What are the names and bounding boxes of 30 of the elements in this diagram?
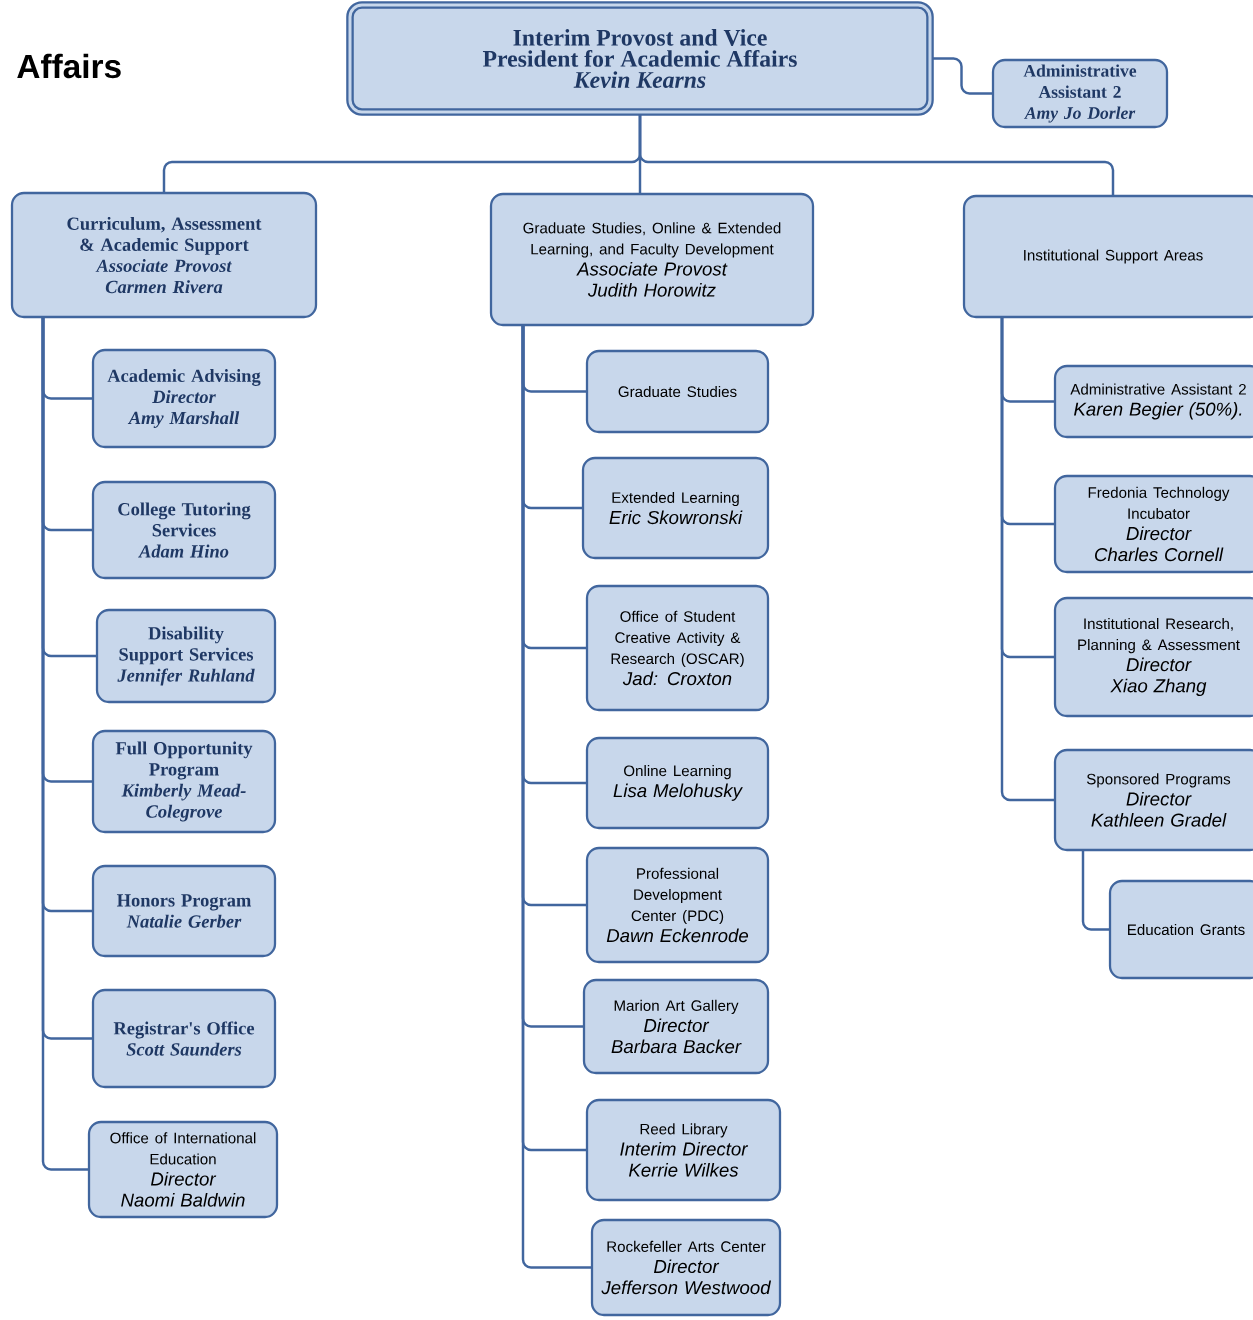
position-box: Administrative Assistant 2 Karen Begier (50%). [1053,364,1253,439]
position-box: Honors Program Natalie Gerber [91,864,277,958]
position-box: Office of International Education Director Naomi Baldwin [87,1120,279,1219]
connector-line [1081,850,1110,931]
position-box: Administrative Assistant 2 Amy Jo Dorler [991,58,1169,129]
position-box: Office of Student Creative Activity & Research (OSCAR) Jad: Croxton [585,584,770,712]
position-box: Full Opportunity Program Kimberly Mead-Colegrove [91,729,277,834]
position-box: Institutional Research, Planning & Assessment Director Xiao Zhang [1053,596,1253,718]
position-box: Education Grants [1108,879,1253,980]
connector-line [1000,317,1055,802]
connector-line [521,325,592,1269]
position-box: Marion Art Gallery Director Barbara Backer [582,978,770,1075]
page-heading: Affairs [17,53,121,79]
position-box: Rockefeller Arts Center Director Jefferson Westwood [590,1218,782,1317]
position-box: Institutional Support Areas [962,194,1253,319]
position-box: Sponsored Programs Director Kathleen Gradel [1053,748,1253,852]
position-box: Curriculum, Assessment & Academic Support Associate Provost Carmen Rivera [10,191,318,319]
position-box: Reed Library Interim Director Kerrie Wilkes [585,1098,782,1202]
position-box: Interim Provost and Vice President for Academic Affairs Kevin Kearns [346,1,934,116]
position-box: Professional Development Center (PDC) Dawn Eckenrode [585,846,770,964]
position-box: Academic Advising Director Amy Marshall [91,348,277,449]
position-box: Extended Learning Eric Skowronski [581,456,770,560]
position-box: Graduate Studies [585,349,770,434]
position-box: Fredonia Technology Incubator Director Charles Cornell [1053,474,1253,574]
connector-line [41,317,89,1171]
position-box: Graduate Studies, Online & Extended Learning, and Faculty Development Associate Provost Judith Horowitz [489,192,815,327]
position-box: Disability Support Services Jennifer Ruhland [95,608,277,704]
position-box: Online Learning Lisa Melohusky [585,736,770,830]
position-box: College Tutoring Services Adam Hino [91,480,277,580]
position-box: Registrar's Office Scott Saunders [91,988,277,1089]
